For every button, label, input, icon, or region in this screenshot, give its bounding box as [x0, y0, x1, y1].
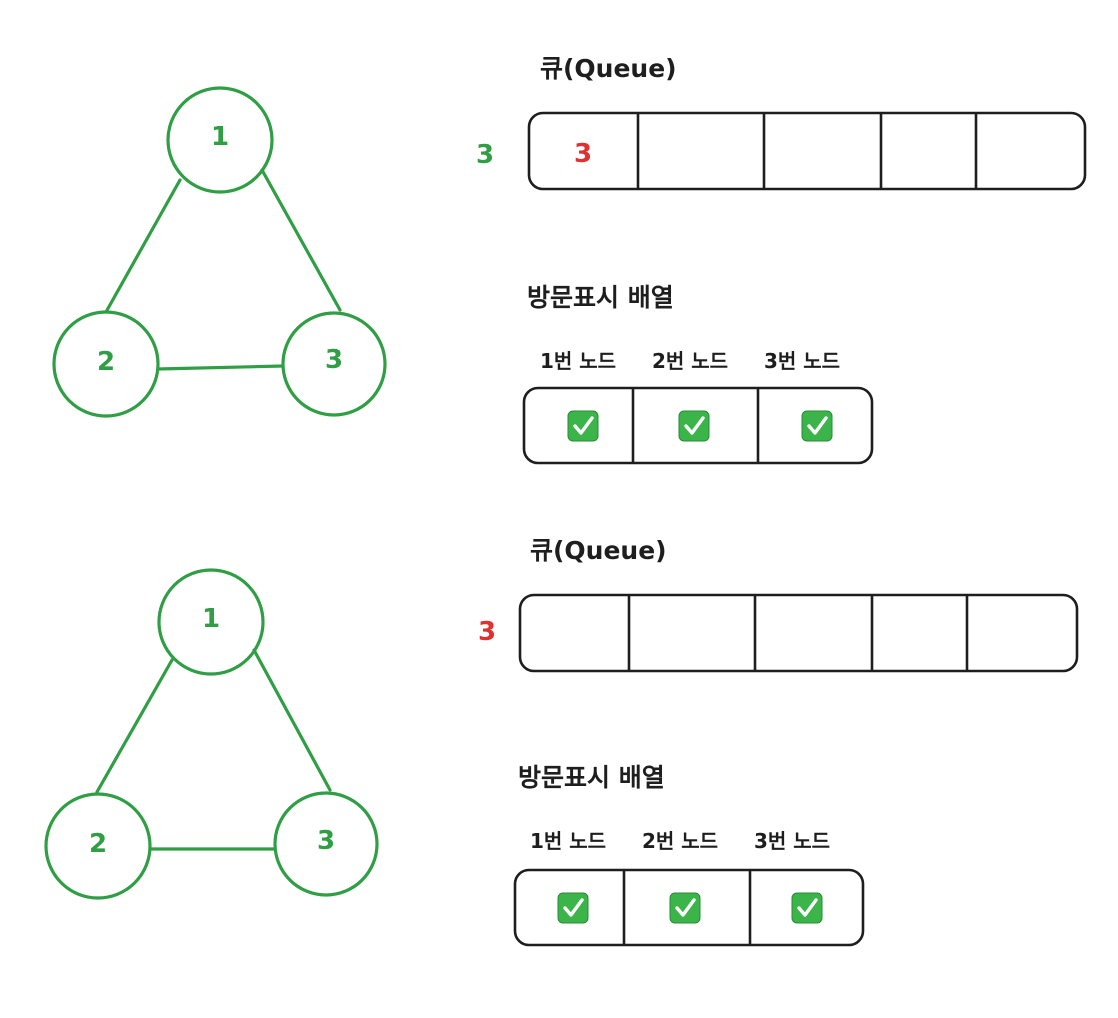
graph-node: 2	[44, 792, 152, 900]
bfs-step-panel-2: 1 2 3 큐(Queue) 3 방문표시 배열 1번 노드 2번 노드 3번 …	[0, 480, 1118, 1000]
visited-label-node-2: 2번 노드	[652, 349, 728, 373]
queue-outline	[518, 593, 1079, 673]
pending-node-value: 3	[476, 140, 494, 170]
node-label: 1	[202, 604, 220, 634]
check-mark-button-icon	[669, 892, 701, 924]
graph-node: 1	[157, 568, 265, 676]
node-label: 2	[97, 347, 115, 377]
check-mark-button-icon	[557, 892, 589, 924]
queue-box: 3	[527, 111, 1087, 191]
visited-label-node-2: 2번 노드	[642, 829, 718, 853]
visited-outline	[513, 868, 865, 947]
visited-title: 방문표시 배열	[518, 763, 665, 792]
edge-1-3	[260, 168, 342, 312]
visited-outline	[522, 386, 874, 465]
graph-node: 3	[273, 791, 379, 897]
check-mark-button-icon	[567, 410, 599, 442]
graph: 1 2 3	[52, 86, 387, 418]
queue-title: 큐(Queue)	[540, 54, 677, 83]
queue-box	[518, 593, 1079, 673]
node-label: 3	[317, 826, 335, 856]
queue-title: 큐(Queue)	[530, 536, 667, 565]
queue-cell-value: 3	[574, 139, 592, 169]
visited-label-node-1: 1번 노드	[540, 349, 616, 373]
diagram-canvas: 1 2 3 큐(Queue) 3 3 방문표시 배열 1번 노드 2번 노드	[52, 54, 1087, 465]
graph: 1 2 3	[44, 568, 379, 900]
bfs-step-panel-1: 1 2 3 큐(Queue) 3 3 방문표시 배열 1번 노드 2번 노드	[0, 0, 1118, 500]
visited-label-node-3: 3번 노드	[764, 349, 840, 373]
node-label: 1	[211, 122, 229, 152]
graph-node: 3	[281, 311, 387, 417]
graph-node: 1	[166, 86, 274, 194]
pending-node-value: 3	[478, 617, 496, 647]
graph-node: 2	[52, 310, 160, 418]
diagram-canvas: 1 2 3 큐(Queue) 3 방문표시 배열 1번 노드 2번 노드 3번 …	[44, 536, 1079, 947]
visited-label-node-3: 3번 노드	[754, 829, 830, 853]
visited-array-box	[522, 386, 874, 465]
visited-label-node-1: 1번 노드	[530, 829, 606, 853]
queue-outline	[527, 111, 1087, 191]
edge-1-2	[95, 658, 174, 794]
check-mark-button-icon	[801, 410, 833, 442]
visited-array-box	[513, 868, 865, 947]
edge-2-3	[156, 364, 285, 371]
check-mark-button-icon	[791, 892, 823, 924]
node-label: 3	[325, 345, 343, 375]
edge-1-2	[104, 178, 182, 314]
edge-1-3	[252, 648, 332, 792]
visited-title: 방문표시 배열	[527, 283, 674, 312]
check-mark-button-icon	[678, 410, 710, 442]
node-label: 2	[89, 829, 107, 859]
